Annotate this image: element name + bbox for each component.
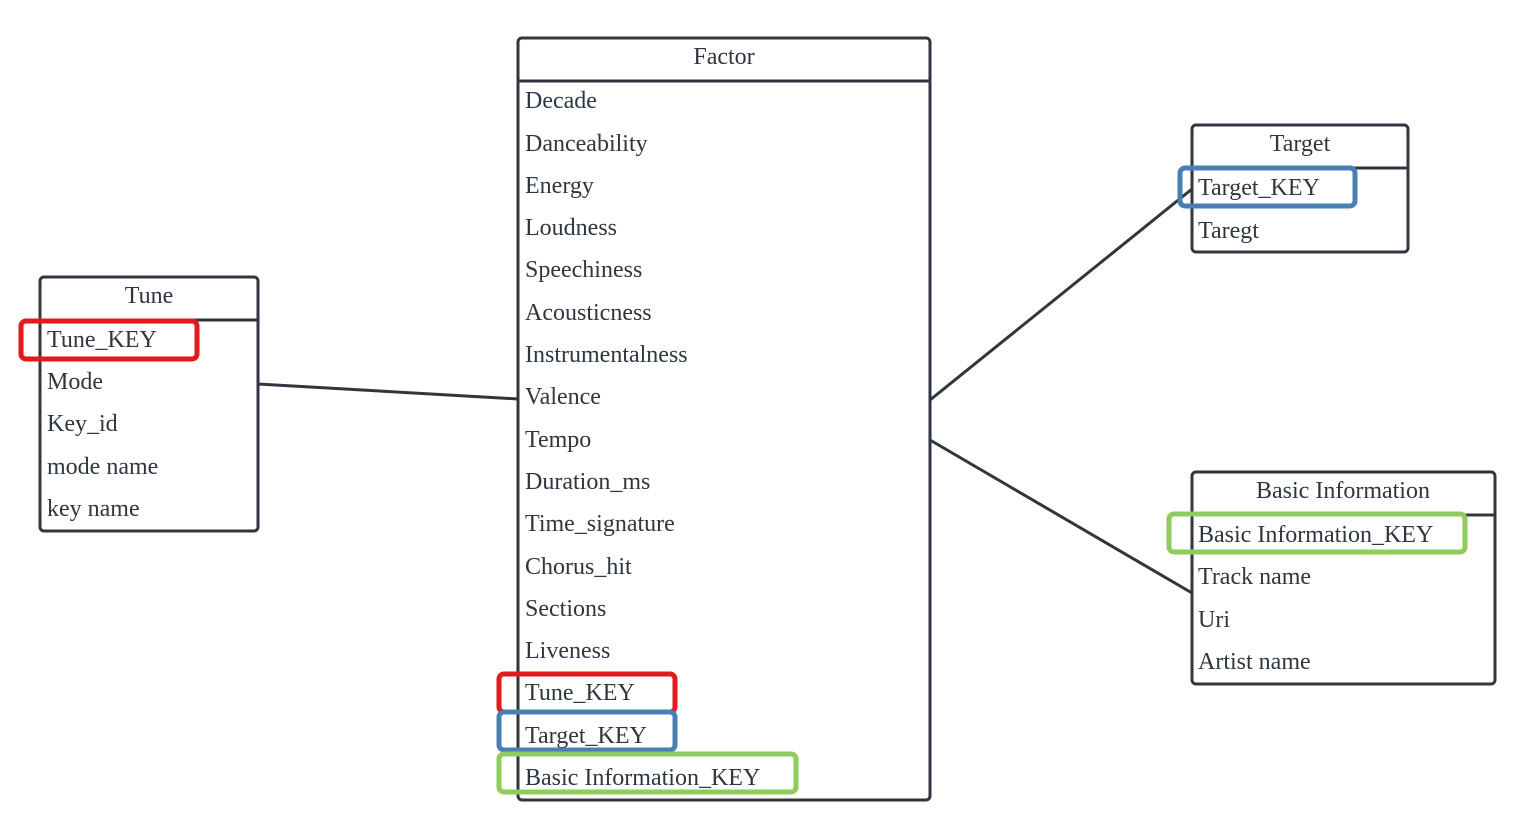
highlight-target-key-in-target <box>1177 165 1358 209</box>
entity-factor-field-basic-information-key: Basic Information_KEY <box>525 765 760 791</box>
entity-basic-information-box <box>1190 470 1497 686</box>
entity-tune-box <box>38 275 260 533</box>
entity-factor-field-decade: Decade <box>525 88 597 114</box>
entity-factor-field-instrumentalness: Instrumentalness <box>525 342 688 368</box>
entity-target-field-taregt: Taregt <box>1198 218 1259 244</box>
connector-factor-target <box>929 187 1193 402</box>
highlight-basic-information-key-in-factor <box>496 751 799 795</box>
entity-factor-box <box>516 36 932 802</box>
entity-basic-information-field-artist-name: Artist name <box>1198 649 1311 675</box>
entity-target-field-target-key: Target_KEY <box>1198 175 1320 201</box>
entity-factor-field-tune-key: Tune_KEY <box>525 680 635 706</box>
entity-tune-field-mode-name: mode name <box>47 454 158 480</box>
entity-factor-field-loudness: Loudness <box>525 215 617 241</box>
entity-factor-field-chorus-hit: Chorus_hit <box>525 554 632 580</box>
connector-tune-factor <box>257 382 519 401</box>
highlight-basic-information-key-in-basic-information <box>1166 511 1468 555</box>
entity-target-title: Target <box>1270 131 1331 157</box>
entity-basic-information[interactable]: Basic Information Basic Information_KEY … <box>1190 470 1497 686</box>
entity-tune-field-mode: Mode <box>47 369 103 395</box>
entity-basic-information-field-track-name: Track name <box>1198 564 1311 590</box>
entity-tune-field-key-id: Key_id <box>47 411 118 437</box>
entity-factor-field-acousticness: Acousticness <box>525 300 652 326</box>
entity-basic-information-title: Basic Information <box>1256 478 1430 504</box>
entity-target-box <box>1190 123 1410 254</box>
entity-tune-field-tune-key: Tune_KEY <box>47 327 157 353</box>
entity-factor-field-sections: Sections <box>525 596 606 622</box>
entity-factor-field-speechiness: Speechiness <box>525 257 642 283</box>
entity-factor-field-tempo: Tempo <box>525 427 591 453</box>
entity-tune-title: Tune <box>125 283 173 309</box>
entity-factor-field-liveness: Liveness <box>525 638 610 664</box>
entity-factor-field-danceability: Danceability <box>525 131 648 157</box>
highlight-tune-key-in-tune <box>18 318 200 362</box>
entity-tune[interactable]: Tune Tune_KEY Mode Key_id mode name key … <box>38 275 260 533</box>
highlight-target-key-in-factor <box>496 709 678 753</box>
entity-factor-field-target-key: Target_KEY <box>525 723 647 749</box>
entity-factor-field-time-signature: Time_signature <box>525 511 675 537</box>
entity-factor-field-valence: Valence <box>525 384 601 410</box>
entity-factor-title: Factor <box>693 44 754 70</box>
entity-target[interactable]: Target Target_KEY Taregt <box>1190 123 1410 254</box>
connector-factor-basic-information <box>929 438 1193 595</box>
entity-factor-field-energy: Energy <box>525 173 594 199</box>
entity-basic-information-field-uri: Uri <box>1198 607 1230 633</box>
entity-factor[interactable]: Factor Decade Danceability Energy Loudne… <box>516 36 932 802</box>
entity-basic-information-field-key: Basic Information_KEY <box>1198 522 1433 548</box>
entity-factor-field-duration-ms: Duration_ms <box>525 469 650 495</box>
entity-tune-field-key-name: key name <box>47 496 140 522</box>
